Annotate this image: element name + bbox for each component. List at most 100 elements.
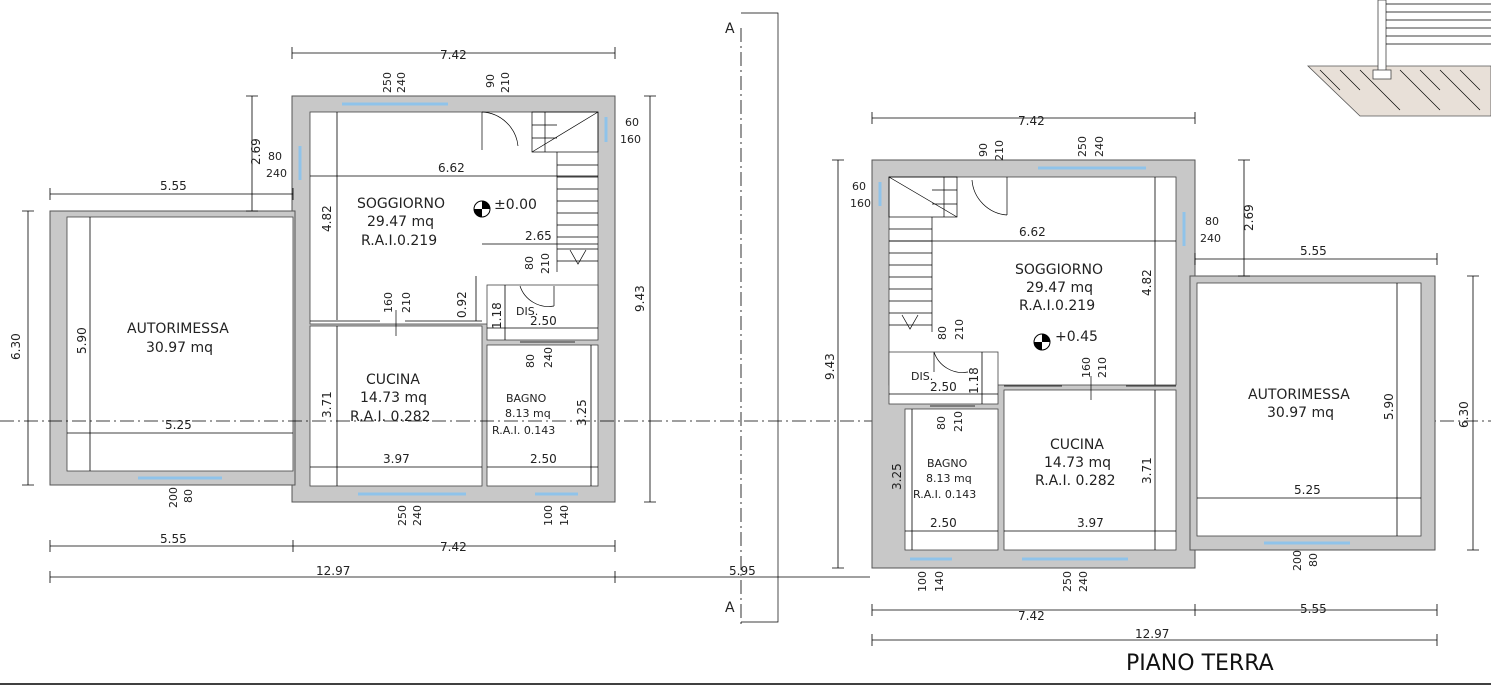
left-right-window-width: 60	[625, 116, 639, 129]
left-dim-garage-inner-height: 5.90	[75, 327, 89, 354]
right-dis-room	[888, 351, 999, 405]
left-internal-door-height: 210	[400, 292, 413, 313]
right-dim-living-width: 6.62	[1019, 225, 1046, 239]
right-dis-door-height: 210	[953, 319, 966, 340]
right-dim-garage-top: 5.55	[1300, 244, 1327, 258]
left-dim-stair-width: 2.65	[525, 229, 552, 243]
left-top-door-width: 90	[484, 74, 497, 88]
left-soggiorno-level: ±0.00	[494, 197, 537, 213]
left-bath-door-height: 240	[542, 347, 555, 368]
right-soggiorno-level: +0.45	[1055, 329, 1098, 345]
right-dim-total: 12.97	[1135, 627, 1169, 641]
left-dim-kitchen-width: 3.97	[383, 452, 410, 466]
right-dim-top-overall: 7.42	[1018, 114, 1045, 128]
right-top-door-height: 210	[993, 140, 1006, 161]
left-autorimessa-area: 30.97 mq	[146, 340, 213, 356]
right-top-window-height: 240	[1093, 136, 1106, 157]
right-kitchen-window-height: 240	[1077, 571, 1090, 592]
right-dim-left-height: 9.43	[823, 353, 837, 380]
left-dim-dis-door-gap: 0.92	[455, 291, 469, 318]
right-soggiorno-rai: R.A.I.0.219	[1019, 298, 1095, 314]
left-dim-living-width: 6.62	[438, 161, 465, 175]
left-left-window-height: 240	[266, 167, 287, 180]
left-dim-left-height: 6.30	[9, 333, 23, 360]
left-level-marker	[473, 200, 491, 218]
right-internal-door-height: 210	[1096, 357, 1109, 378]
left-dis-name: DIS.	[516, 305, 538, 318]
right-soggiorno-name: SOGGIORNO	[1015, 262, 1103, 278]
left-soggiorno-name: SOGGIORNO	[357, 196, 445, 212]
right-garage	[1196, 282, 1422, 537]
left-staircase	[531, 111, 599, 272]
right-bath	[904, 408, 999, 551]
left-bagno-area: 8.13 mq	[505, 407, 551, 420]
right-dim-garage-inner-height: 5.90	[1382, 393, 1396, 420]
left-cucina-rai: R.A.I. 0.282	[350, 409, 431, 425]
left-bagno-name: BAGNO	[506, 392, 547, 405]
right-dim-dis-height: 1.18	[967, 367, 981, 394]
right-bagno-name: BAGNO	[927, 457, 968, 470]
right-dim-bath-height: 3.25	[890, 463, 904, 490]
left-dimension-lines	[22, 47, 656, 583]
right-living-room	[888, 176, 1177, 386]
left-top-door-height: 210	[499, 72, 512, 93]
left-dim-dis-width: 2.50	[530, 314, 557, 328]
right-staircase	[888, 176, 958, 332]
left-bath-door-width: 80	[524, 354, 537, 368]
left-left-window-width: 80	[268, 150, 282, 163]
left-dim-top-overall: 7.42	[440, 48, 467, 62]
left-garage	[66, 216, 294, 472]
left-internal-door	[310, 310, 482, 336]
right-dim-bottom-right: 5.55	[1300, 602, 1327, 616]
left-dim-bottom-left: 5.55	[160, 532, 187, 546]
left-dis-door-width: 80	[523, 256, 536, 270]
right-soggiorno-area: 29.47 mq	[1026, 280, 1093, 296]
right-internal-door-width: 160	[1080, 357, 1093, 378]
right-dim-bottom-left: 7.42	[1018, 609, 1045, 623]
right-dim-right-height: 6.30	[1457, 401, 1471, 428]
left-dis-door-swing	[519, 285, 555, 307]
right-plan	[832, 112, 1479, 646]
right-bagno-rai: R.A.I. 0.143	[913, 488, 976, 501]
left-cucina-area: 14.73 mq	[360, 390, 427, 406]
left-dim-garage-top: 5.55	[160, 179, 187, 193]
left-bath-window-height: 140	[558, 505, 571, 526]
elevation-fragment	[1307, 0, 1491, 117]
left-top-window-height: 240	[395, 72, 408, 93]
left-dim-total: 12.97	[316, 564, 350, 578]
left-cucina-name: CUCINA	[366, 372, 420, 388]
right-bath-door-width: 80	[935, 416, 948, 430]
right-bagno-area: 8.13 mq	[926, 472, 972, 485]
right-bath-window-width: 100	[916, 571, 929, 592]
right-level-marker	[1033, 333, 1051, 351]
left-bath-window-width: 100	[542, 505, 555, 526]
drawing-title: PIANO TERRA	[1126, 651, 1274, 676]
right-bath-window-height: 140	[933, 571, 946, 592]
right-dis-name: DIS.	[911, 370, 933, 383]
right-cucina-rai: R.A.I. 0.282	[1035, 473, 1116, 489]
right-dis-door-swing	[933, 351, 969, 373]
left-kitchen-window-height: 240	[411, 505, 424, 526]
right-dis-door-width: 80	[936, 326, 949, 340]
right-left-window-height: 160	[850, 197, 871, 210]
right-dim-bath-width: 2.50	[930, 516, 957, 530]
left-dis-room	[486, 284, 599, 341]
right-dim-dis-width: 2.50	[930, 380, 957, 394]
right-internal-door	[1004, 376, 1176, 400]
right-autorimessa-name: AUTORIMESSA	[1248, 387, 1350, 403]
right-right-window-height: 240	[1200, 232, 1221, 245]
left-right-window-height: 160	[620, 133, 641, 146]
left-dim-garage-step: 2.69	[249, 138, 263, 165]
left-soggiorno-rai: R.A.I.0.219	[361, 233, 437, 249]
right-top-door-swing	[971, 177, 1008, 216]
right-autorimessa-area: 30.97 mq	[1267, 405, 1334, 421]
left-dim-living-height: 4.82	[320, 205, 334, 232]
left-top-window-width: 250	[381, 72, 394, 93]
section-label-top: A	[725, 21, 735, 37]
right-cucina-area: 14.73 mq	[1044, 455, 1111, 471]
right-dim-living-height: 4.82	[1140, 269, 1154, 296]
left-plan	[22, 47, 656, 583]
left-dim-bottom-right: 7.42	[440, 540, 467, 554]
left-dis-door-height: 210	[539, 253, 552, 274]
